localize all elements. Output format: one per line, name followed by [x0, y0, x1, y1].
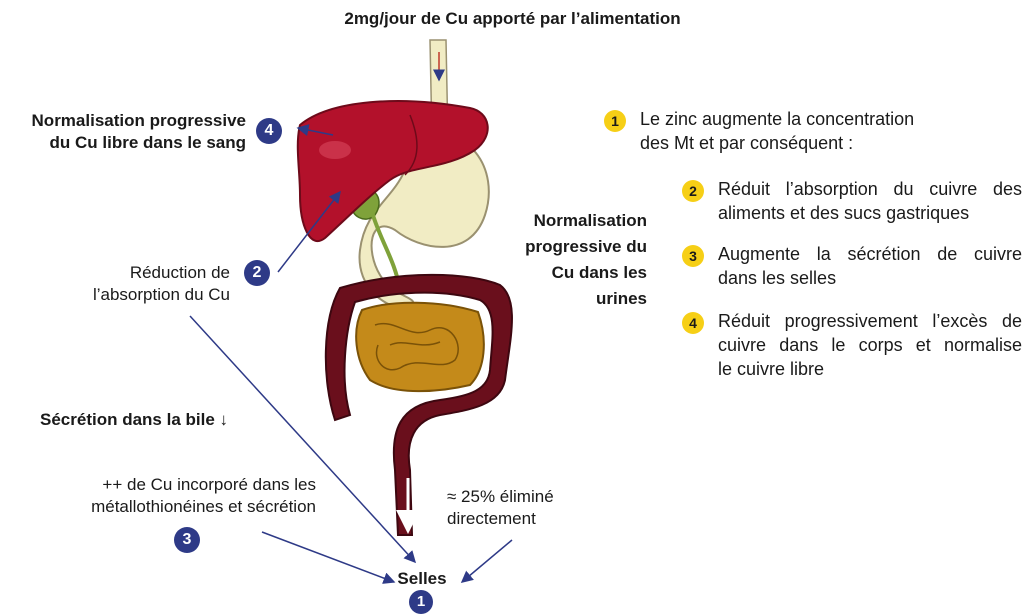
absorption-reduction-label: Réduction de l’absorption du Cu: [40, 262, 230, 306]
legend-intro: Le zinc augmente la concentration des Mt…: [640, 107, 914, 155]
metallothionein-label: ++ de Cu incorporé dans les métallothion…: [20, 474, 316, 518]
stool-label: Selles: [390, 568, 454, 590]
legend-intro-line: Le zinc augmente la concentration: [640, 107, 914, 131]
legend-item-line: Réduit l’absorption du cuivre des: [718, 177, 1022, 201]
legend-item-line: dans les selles: [718, 266, 1022, 290]
badge-absorption: 2: [244, 260, 270, 286]
absorption-label-line: Réduction de: [40, 262, 230, 284]
legend-item-line: Réduit progressivement l’excès de: [718, 309, 1022, 333]
legend-item-line: cuivre dans le corps et normalise: [718, 333, 1022, 357]
metallo-label-line: ++ de Cu incorporé dans les: [20, 474, 316, 496]
urine-label-line: Normalisation: [505, 208, 647, 234]
legend-badge-1: 1: [604, 110, 626, 132]
legend-badge-3: 3: [682, 245, 704, 267]
legend-intro-line: des Mt et par conséquent :: [640, 131, 914, 155]
urine-label-line: Cu dans les: [505, 260, 647, 286]
legend-badge-4: 4: [682, 312, 704, 334]
legend-item-line: aliments et des sucs gastriques: [718, 201, 1022, 225]
arrow-eliminated-to-stool: [462, 540, 512, 582]
eliminated-label-line: ≈ 25% éliminé: [447, 486, 554, 508]
badge-stool: 1: [409, 590, 433, 614]
eliminated-label-line: directement: [447, 508, 554, 530]
legend-item-secretion: Augmente la sécrétion de cuivre dans les…: [718, 242, 1022, 290]
legend-item-absorption: Réduit l’absorption du cuivre des alimen…: [718, 177, 1022, 225]
metallo-label-line: métallothionéines et sécrétion: [20, 496, 316, 518]
bile-secretion-label: Sécrétion dans la bile ↓: [40, 409, 228, 431]
diagram-title: 2mg/jour de Cu apporté par l’alimentatio…: [0, 8, 1025, 30]
small-intestine: [356, 303, 484, 391]
absorption-label-line: l’absorption du Cu: [40, 284, 230, 306]
badge-blood: 4: [256, 118, 282, 144]
arrow-metallo-to-stool: [262, 532, 394, 582]
urine-label-line: progressive du: [505, 234, 647, 260]
legend-item-line: le cuivre libre: [718, 357, 1022, 381]
legend-badge-2: 2: [682, 180, 704, 202]
badge-metallo: 3: [174, 527, 200, 553]
urine-label-line: urines: [505, 286, 647, 312]
blood-normalisation-label: Normalisation progressive du Cu libre da…: [0, 110, 246, 154]
blood-label-line: Normalisation progressive: [0, 110, 246, 132]
urine-normalisation-label: Normalisation progressive du Cu dans les…: [505, 208, 647, 312]
eliminated-label: ≈ 25% éliminé directement: [447, 486, 554, 530]
blood-label-line: du Cu libre dans le sang: [0, 132, 246, 154]
legend-item-line: Augmente la sécrétion de cuivre: [718, 242, 1022, 266]
legend-item-excess: Réduit progressivement l’excès de cuivre…: [718, 309, 1022, 381]
